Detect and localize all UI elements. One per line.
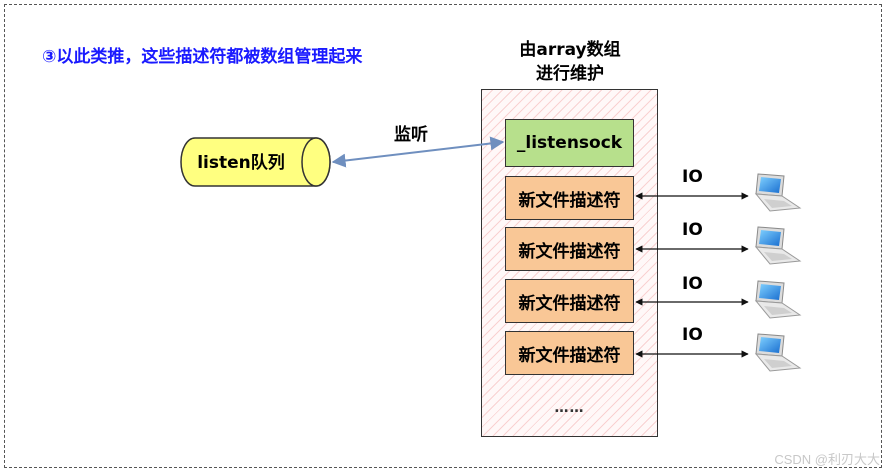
array-title-line-2: 进行维护	[536, 64, 604, 84]
laptop-icon	[754, 226, 802, 265]
io-label-4: IO	[682, 325, 703, 345]
laptop-icon	[754, 333, 802, 372]
io-label-2: IO	[682, 220, 703, 240]
laptop-icon	[754, 280, 802, 319]
array-title: 由array数组 进行维护	[505, 38, 635, 86]
listensock-cell: _listensock	[505, 119, 634, 167]
fd-cell-2: 新文件描述符	[505, 227, 634, 271]
diagram-frame	[4, 4, 882, 468]
array-title-line-1: 由array数组	[519, 40, 621, 60]
heading-text: ③以此类推，这些描述符都被数组管理起来	[42, 47, 363, 67]
io-label-3: IO	[682, 274, 703, 294]
ellipsis: ……	[554, 400, 585, 416]
listen-queue-label: listen队列	[197, 153, 285, 173]
fd-cell-1: 新文件描述符	[505, 176, 634, 220]
listen-queue-cylinder	[180, 137, 331, 187]
laptop-icon	[754, 173, 802, 212]
io-label-1: IO	[682, 167, 703, 187]
watermark: CSDN @利刃大大	[774, 452, 880, 467]
fd-cell-4: 新文件描述符	[505, 331, 634, 375]
fd-cell-3: 新文件描述符	[505, 279, 634, 323]
listen-arrow	[331, 136, 505, 168]
